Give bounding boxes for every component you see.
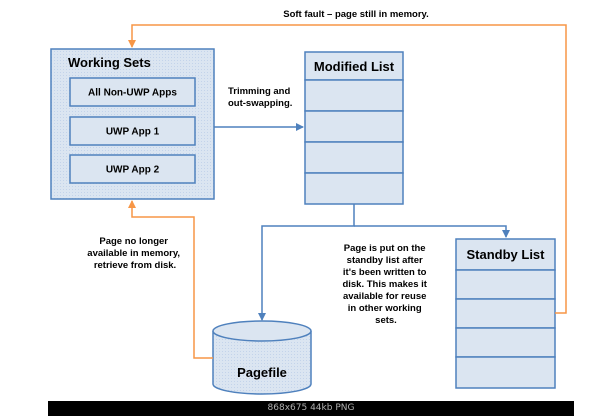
image-info-bar: 868x675 44kb PNG bbox=[48, 401, 574, 416]
standby-description-line: available for reuse bbox=[343, 291, 426, 302]
working-set-item-label: UWP App 1 bbox=[106, 127, 160, 138]
to-standby-arrow bbox=[354, 225, 510, 238]
pagefile-title: Pagefile bbox=[237, 365, 287, 380]
write-pagefile-arrow bbox=[258, 204, 355, 321]
working-set-item-label: UWP App 2 bbox=[106, 165, 160, 176]
standby-list-slot bbox=[455, 269, 556, 300]
standby-list-slot bbox=[455, 356, 556, 389]
working-set-item-box bbox=[69, 77, 196, 107]
standby-list-slot bbox=[455, 327, 556, 358]
soft-fault-label: Soft fault – page still in memory. bbox=[283, 9, 429, 20]
pagefile-top bbox=[212, 320, 312, 342]
retrieve-label-line: Page no longer bbox=[99, 236, 168, 247]
working-set-item-label: All Non-UWP Apps bbox=[88, 88, 177, 99]
soft-fault-arrow bbox=[128, 24, 567, 314]
trimming-label-line: out-swapping. bbox=[228, 98, 292, 109]
standby-description-line: it's been written to bbox=[343, 267, 427, 278]
pagefile-cylinder: Pagefile bbox=[212, 320, 312, 395]
trimming-label-line: Trimming and bbox=[228, 86, 290, 97]
working-sets-group: Working Sets All Non-UWP Apps UWP App 1 … bbox=[50, 48, 215, 200]
standby-description-line: disk. This makes it bbox=[342, 279, 427, 290]
standby-description: Page is put on the standby list after it… bbox=[342, 243, 429, 326]
retrieve-label: Page no longer available in memory, retr… bbox=[87, 236, 182, 271]
standby-description-line: standby list after bbox=[347, 255, 423, 266]
modified-list-slot bbox=[304, 172, 404, 205]
modified-list-slot bbox=[304, 110, 404, 143]
retrieve-label-line: available in memory, bbox=[87, 248, 180, 259]
modified-list-slot bbox=[304, 79, 404, 112]
standby-list-slot bbox=[455, 298, 556, 329]
working-set-item-box bbox=[69, 154, 196, 184]
working-sets-title: Working Sets bbox=[68, 55, 151, 70]
trimming-label: Trimming and out-swapping. bbox=[228, 86, 293, 109]
modified-list-slot bbox=[304, 141, 404, 174]
standby-list-header bbox=[455, 238, 556, 271]
standby-list-title: Standby List bbox=[466, 247, 545, 262]
standby-list-group: Standby List bbox=[455, 238, 556, 389]
standby-description-line: Page is put on the bbox=[344, 243, 426, 254]
hard-fault-arrow bbox=[128, 200, 213, 359]
standby-description-line: in other working bbox=[348, 303, 422, 314]
modified-list-group: Modified List bbox=[304, 51, 404, 205]
retrieve-label-line: retrieve from disk. bbox=[94, 260, 176, 271]
standby-description-line: sets. bbox=[375, 315, 397, 326]
image-info-text: 868x675 44kb PNG bbox=[267, 403, 355, 413]
working-set-item-box bbox=[69, 116, 196, 146]
modified-list-title: Modified List bbox=[314, 59, 395, 74]
pagefile-body bbox=[212, 331, 312, 395]
